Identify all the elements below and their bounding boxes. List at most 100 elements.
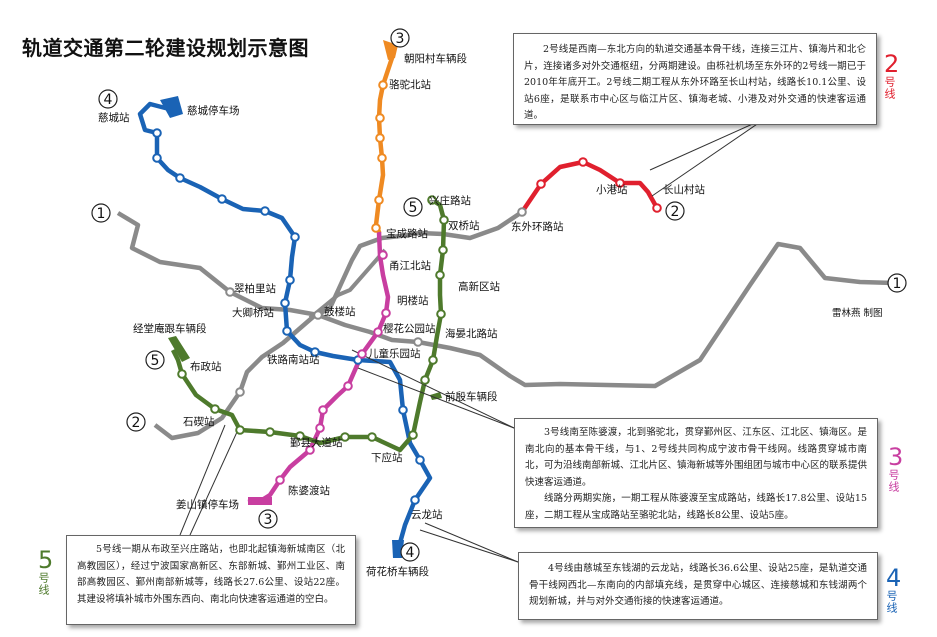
station-chaoyangcun: 朝阳村车辆段 bbox=[404, 52, 467, 65]
station-dot bbox=[152, 153, 162, 163]
station-dot bbox=[652, 203, 662, 213]
tag-line-2-num: 2 bbox=[884, 50, 900, 78]
station-dot bbox=[439, 215, 449, 225]
station-daqingqiao: 大卿桥站 bbox=[232, 306, 274, 319]
station-dot bbox=[175, 173, 185, 183]
line-number-circle-l4: 4 bbox=[98, 89, 118, 109]
note-3-pointer-b bbox=[357, 367, 515, 429]
station-gulou: 鼓楼站 bbox=[324, 305, 356, 318]
station-dot bbox=[275, 475, 285, 485]
station-dot bbox=[536, 179, 546, 189]
station-shuangqiao: 双桥站 bbox=[448, 219, 480, 232]
tag-line-2-label: 号线 bbox=[883, 76, 896, 100]
tag-line-4-num: 4 bbox=[886, 564, 902, 592]
depot-cicheng bbox=[160, 96, 183, 118]
tag-line-2: 2 号线 bbox=[883, 50, 900, 100]
station-dot bbox=[398, 405, 408, 415]
note-line-5-text: 5号线一期从布政至兴庄路站，也即北起镇海新城南区（北高教园区），经过宁波国家高新… bbox=[77, 544, 345, 605]
station-dot bbox=[367, 432, 377, 442]
tag-line-4: 4 号线 bbox=[885, 564, 902, 614]
station-dot bbox=[310, 347, 320, 357]
station-dot bbox=[427, 195, 437, 205]
station-dot bbox=[265, 427, 275, 437]
station-dot bbox=[295, 431, 305, 441]
line-number-circle-l3: 3 bbox=[258, 509, 278, 529]
station-yongjiangbei: 甬江北站 bbox=[389, 259, 431, 272]
line-number-circle-l5: 5 bbox=[145, 350, 165, 370]
line-3-south-path bbox=[247, 231, 391, 505]
station-dot bbox=[375, 133, 385, 143]
station-luotuobei: 骆驼北站 bbox=[389, 78, 431, 91]
tag-line-5-label: 号线 bbox=[37, 572, 50, 596]
station-chenpodu: 陈婆渡站 bbox=[288, 484, 330, 497]
station-yunlong: 云龙站 bbox=[411, 508, 443, 521]
station-dot bbox=[225, 287, 235, 297]
station-xiaying: 下应站 bbox=[371, 451, 403, 464]
line-number-circle-l4: 4 bbox=[400, 542, 420, 562]
line-number-circle-l2: 2 bbox=[665, 201, 685, 221]
note-line-2-text: 2号线是西南—东北方向的轨道交通基本骨干线，连接三江片、镇海片和北仑片，连接诸多… bbox=[524, 44, 866, 121]
tag-line-5-num: 5 bbox=[38, 546, 54, 574]
tag-line-3-num: 3 bbox=[888, 443, 904, 471]
station-cicheng-depot: 慈城停车场 bbox=[187, 104, 240, 117]
station-cicheng: 慈城站 bbox=[98, 111, 130, 124]
station-dongwaihuan: 东外环路站 bbox=[511, 220, 564, 233]
station-dot bbox=[340, 432, 350, 442]
svg-text:1: 1 bbox=[893, 276, 902, 292]
station-dot bbox=[415, 455, 425, 465]
note-line-3-text-b: 线路分两期实施，一期工程从陈婆渡至宝成路站，线路长17.8公里、设站15座，二期… bbox=[525, 493, 867, 521]
station-dot bbox=[315, 423, 325, 433]
station-dot bbox=[235, 425, 245, 435]
tag-line-3: 3 号线 bbox=[887, 443, 904, 493]
station-ertongleyuan: 儿童乐园站 bbox=[368, 347, 421, 360]
station-jiangshan: 姜山镇停车场 bbox=[176, 498, 239, 511]
station-dot bbox=[318, 405, 328, 415]
station-dot bbox=[357, 349, 367, 359]
svg-text:4: 4 bbox=[104, 92, 113, 108]
station-changshancun: 长山村站 bbox=[663, 183, 705, 196]
depot-jingtang bbox=[168, 336, 190, 362]
station-dot bbox=[343, 381, 353, 391]
station-jingtang: 经堂庵跟车辆段 bbox=[133, 322, 207, 335]
station-dot bbox=[436, 309, 446, 319]
line-1-path bbox=[116, 211, 894, 389]
station-dot bbox=[177, 369, 187, 379]
svg-text:1: 1 bbox=[97, 206, 106, 222]
station-dot bbox=[260, 206, 270, 216]
station-dot bbox=[375, 113, 385, 123]
line-grey-spur bbox=[308, 248, 387, 320]
line-number-circle-l5: 5 bbox=[403, 197, 423, 217]
note-4-pointer bbox=[424, 522, 519, 563]
station-dot bbox=[374, 195, 384, 205]
station-gaoxin: 高新区站 bbox=[458, 280, 500, 293]
station-dot bbox=[413, 337, 423, 347]
line-number-circle-l1: 1 bbox=[887, 273, 907, 293]
station-dots bbox=[152, 80, 662, 505]
station-xiaogangcun: 小港站 bbox=[596, 183, 628, 196]
station-xingzhuang: 兴庄路站 bbox=[429, 194, 471, 207]
svg-text:5: 5 bbox=[151, 353, 160, 369]
station-minglou: 明楼站 bbox=[397, 294, 429, 307]
station-dot bbox=[280, 298, 290, 308]
note-2-pointer-b bbox=[651, 117, 767, 197]
station-dot bbox=[210, 404, 220, 414]
note-3-pointer bbox=[351, 349, 515, 429]
station-dot bbox=[285, 275, 295, 285]
line-number-circle-l2: 2 bbox=[126, 412, 146, 432]
line-number-circle-l3: 3 bbox=[390, 28, 410, 48]
tag-line-3-label: 号线 bbox=[887, 469, 900, 493]
station-shiqi: 石碶站 bbox=[183, 415, 215, 428]
station-dot bbox=[373, 327, 383, 337]
station-dot bbox=[428, 355, 438, 365]
note-line-2: 2号线是西南—东北方向的轨道交通基本骨干线，连接三江片、镇海片和北仑片，连接诸多… bbox=[513, 33, 877, 125]
note-line-4: 4号线由慈城至东钱湖的云龙站，线路长36.6公里、设站25座，是轨道交通骨干线网… bbox=[518, 552, 878, 620]
station-dot bbox=[282, 326, 292, 336]
note-line-5: 5号线一期从布政至兴庄路站，也即北起镇海新城南区（北高教园区），经过宁波国家高新… bbox=[66, 535, 356, 625]
station-dot bbox=[410, 495, 420, 505]
note-4-pointer-b bbox=[419, 529, 519, 563]
svg-text:2: 2 bbox=[671, 204, 680, 220]
station-dot bbox=[408, 430, 418, 440]
station-dot bbox=[313, 310, 323, 320]
map-credit: 雷林燕 制图 bbox=[832, 308, 883, 319]
